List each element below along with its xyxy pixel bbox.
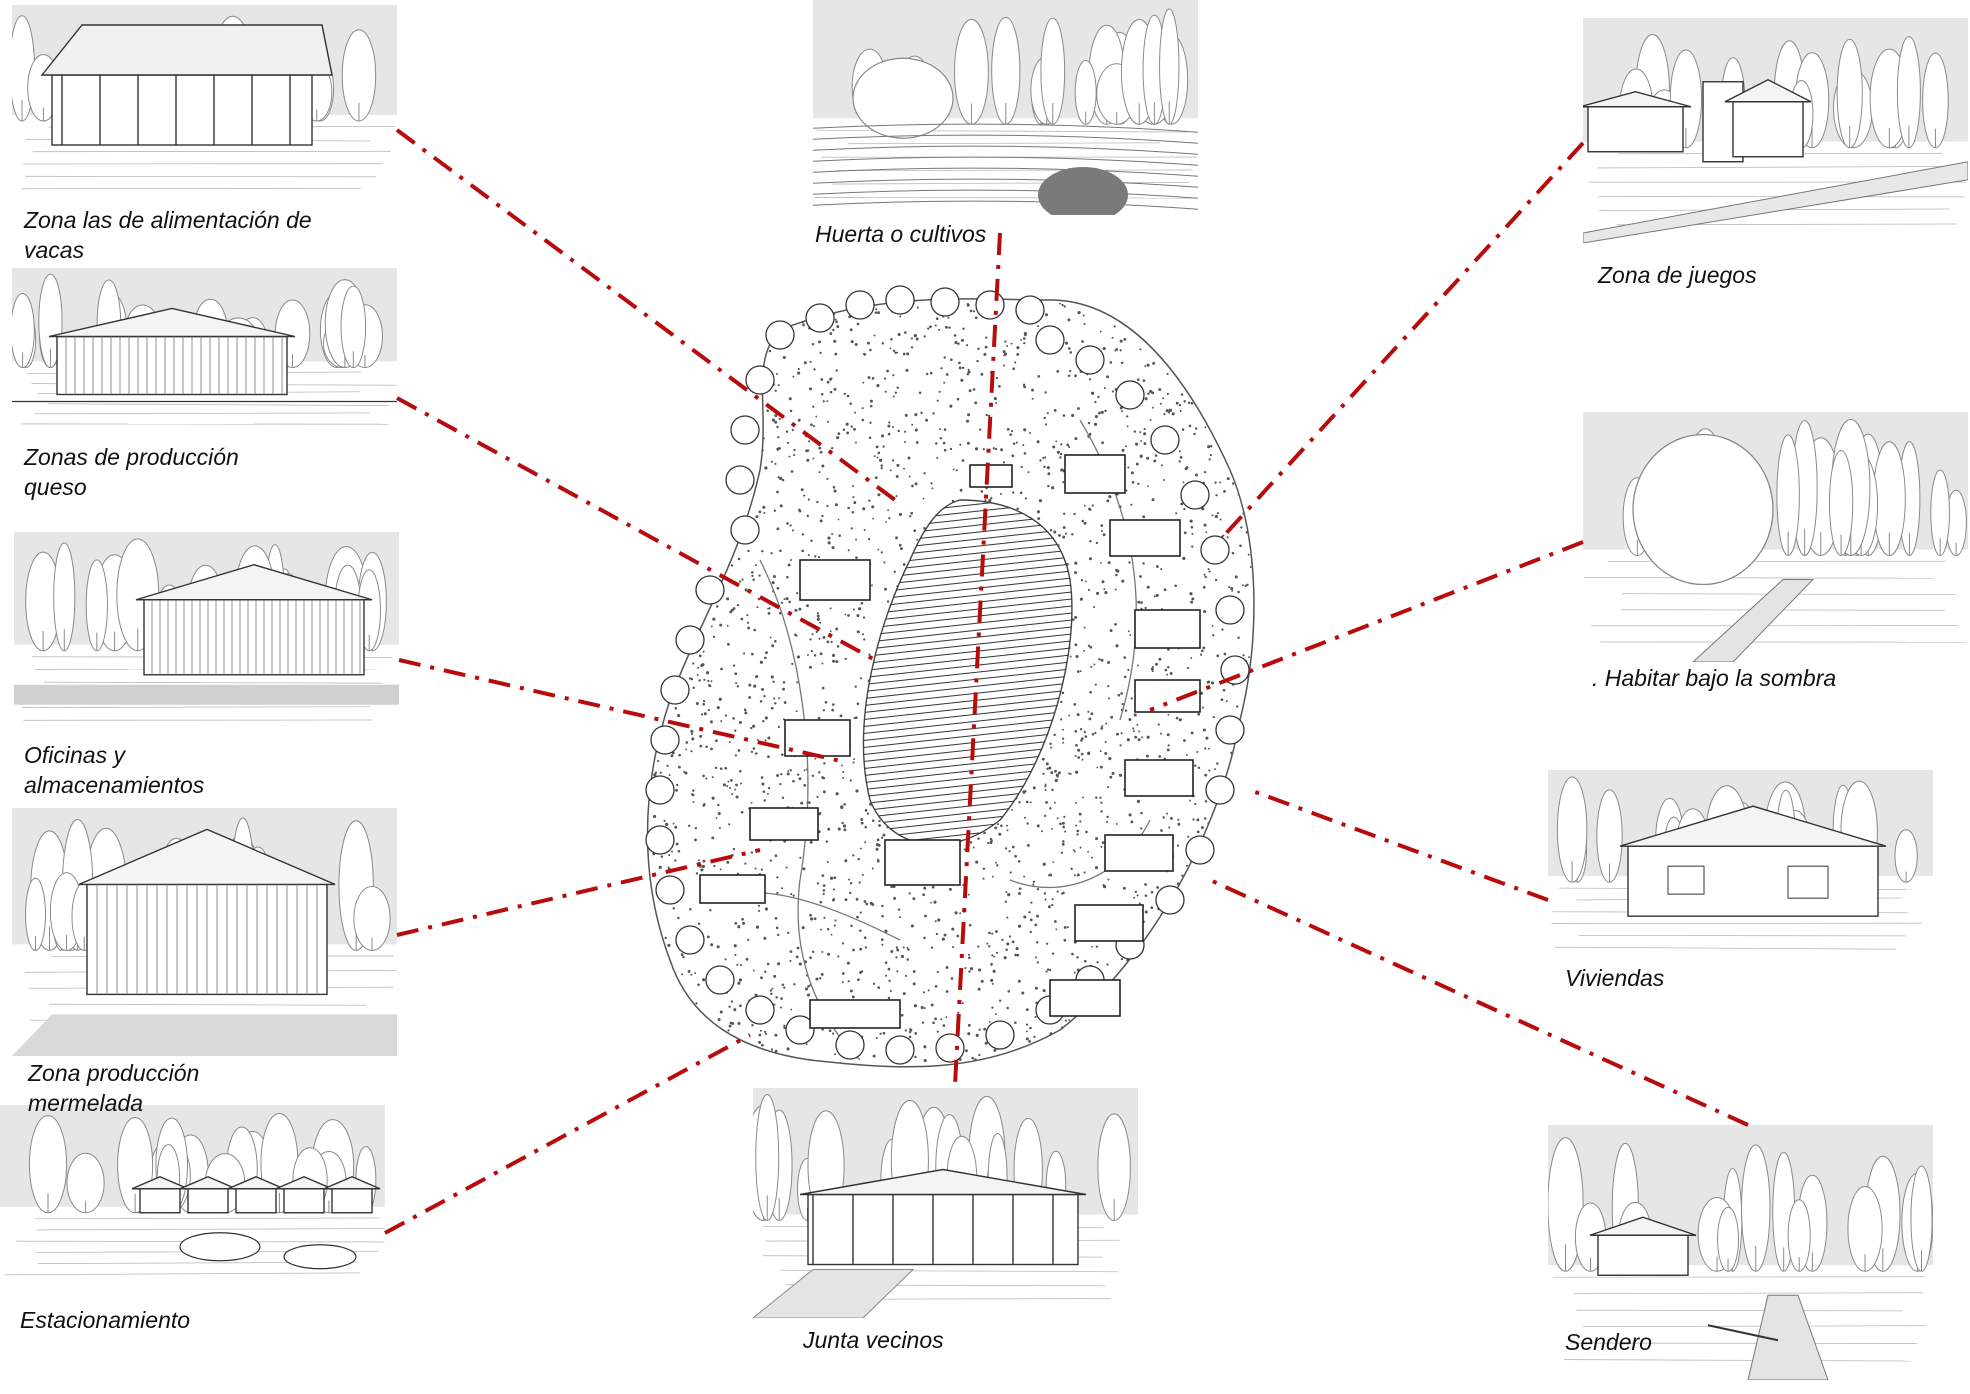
plan-building-3	[700, 875, 765, 903]
plan-building-7	[1110, 520, 1180, 556]
barn-shed-sketch-icon	[10, 5, 397, 205]
label-junta: Junta vecinos	[803, 1325, 944, 1355]
label-vacas: Zona las de alimentación devacas	[24, 205, 312, 265]
garden-sketch-icon	[813, 0, 1198, 223]
playground-sketch-icon	[1580, 18, 1968, 243]
label-huerta: Huerta o cultivos	[815, 219, 986, 249]
plan-building-0	[800, 560, 870, 600]
plan-building-5	[970, 465, 1012, 487]
plan-building-8	[1135, 610, 1200, 648]
label-oficinas: Oficinas yalmacenamientos	[24, 740, 204, 800]
label-sombra: . Habitar bajo la sombra	[1592, 663, 1836, 693]
leader-line-8	[1250, 790, 1548, 900]
label-juegos: Zona de juegos	[1598, 260, 1757, 290]
label-sendero: Sendero	[1565, 1327, 1652, 1357]
plan-building-14	[810, 1000, 900, 1028]
shade-tree-sketch-icon	[1583, 412, 1968, 662]
plan-building-11	[1105, 835, 1173, 871]
plan-building-1	[785, 720, 850, 756]
community-hall-sketch-icon	[744, 1088, 1138, 1318]
office-building-sketch-icon	[14, 532, 399, 737]
plan-building-4	[885, 840, 960, 885]
label-mermelada: Zona producciónmermelada	[28, 1058, 199, 1118]
plan-building-2	[750, 808, 818, 840]
plan-building-13	[1050, 980, 1120, 1016]
label-estacionamiento: Estacionamiento	[20, 1305, 190, 1335]
label-viviendas: Viviendas	[1565, 963, 1664, 993]
leader-line-6	[1220, 143, 1583, 540]
plan-building-6	[1065, 455, 1125, 493]
label-queso: Zonas de producciónqueso	[24, 442, 239, 502]
jam-factory-sketch-icon	[12, 808, 397, 1056]
cheese-house-sketch-icon	[11, 268, 397, 438]
leader-line-4	[385, 1035, 750, 1233]
site-plan-map	[639, 286, 1262, 1081]
parking-sketch-icon	[0, 1105, 385, 1290]
housing-sketch-icon	[1548, 770, 1933, 963]
plan-building-10	[1125, 760, 1193, 796]
plan-building-12	[1075, 905, 1143, 941]
